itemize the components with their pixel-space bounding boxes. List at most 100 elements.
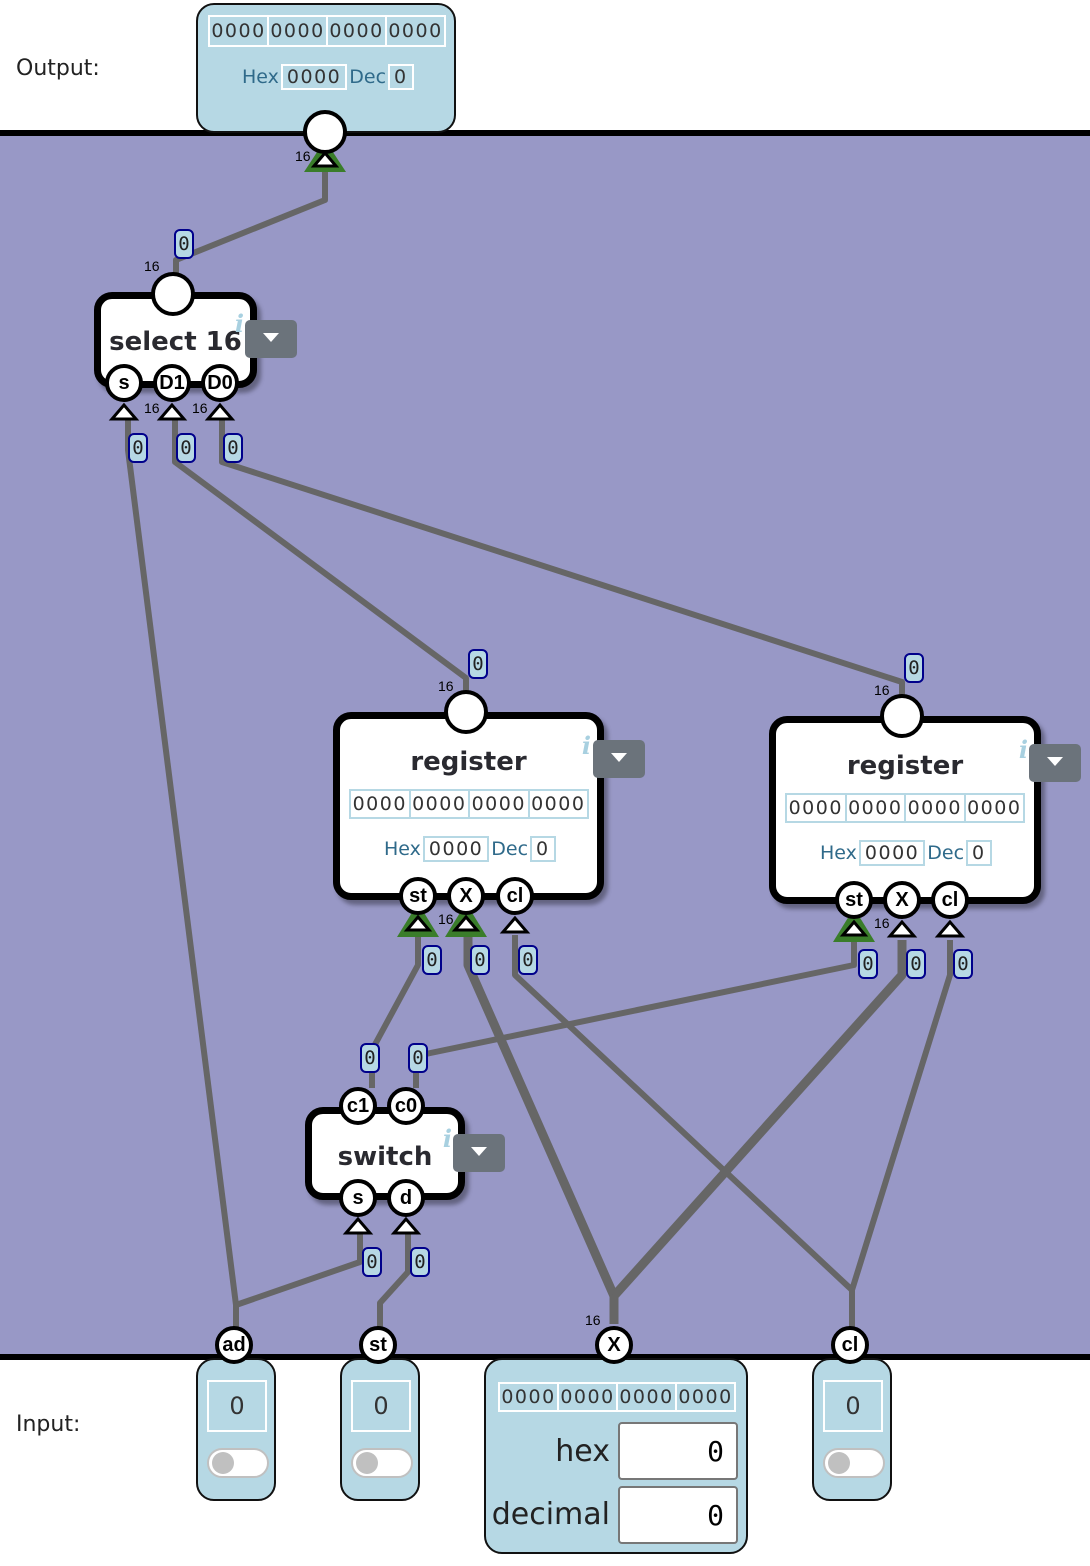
bit-group: 0000 (616, 1384, 675, 1410)
info-icon[interactable]: i (581, 731, 591, 760)
register1-x-width: 16 (438, 911, 454, 927)
bit-group: 0000 (267, 17, 326, 45)
dec-label: Dec (491, 838, 529, 860)
input-x-panel: 0000 0000 0000 0000 hex decimal (484, 1358, 748, 1554)
input-ad-panel: 0 (196, 1358, 276, 1501)
select-pin-d1[interactable]: D1 (153, 364, 191, 402)
info-icon[interactable]: i (1018, 735, 1028, 764)
switch-title: switch (337, 1142, 433, 1172)
bit-group: 0000 (468, 791, 528, 817)
register1-hexdec: Hex 0000 Dec 0 (384, 836, 556, 862)
select-title: select 16 (109, 327, 242, 357)
hex-label: Hex (820, 842, 857, 864)
select-dropdown-button[interactable] (245, 320, 297, 358)
select-output-width: 16 (144, 258, 160, 274)
input-st-toggle[interactable] (351, 1448, 413, 1478)
wire-value-badge: 0 (408, 1043, 428, 1073)
switch-dropdown-button[interactable] (453, 1134, 505, 1172)
register2-x-width: 16 (874, 915, 890, 931)
wire-value-badge: 0 (174, 229, 194, 259)
input-cl-panel: 0 (812, 1358, 892, 1501)
register2-title: register (846, 751, 964, 781)
bit-group: 0000 (408, 791, 469, 817)
register1-pin-x[interactable]: X (447, 877, 485, 915)
bit-group: 0000 (326, 17, 385, 45)
wire-value-badge: 0 (360, 1043, 380, 1073)
register2-pin-cl[interactable]: cl (931, 881, 969, 919)
hex-input[interactable] (618, 1422, 738, 1480)
register2-pin-x[interactable]: X (883, 881, 921, 919)
select-pin-s[interactable]: s (105, 364, 143, 402)
dec-value: 0 (530, 836, 556, 862)
info-icon[interactable]: i (234, 309, 244, 338)
wire-value-badge: 0 (858, 949, 878, 979)
wire-value-badge: 0 (410, 1247, 430, 1277)
wire-value-badge: 0 (223, 433, 243, 463)
register2-output-pin[interactable] (880, 694, 924, 738)
bit-group: 0000 (963, 795, 1024, 821)
hex-label: hex (555, 1434, 610, 1469)
input-cl-value: 0 (823, 1380, 883, 1432)
output-pin[interactable] (303, 110, 347, 154)
bit-group: 0000 (385, 17, 444, 45)
switch-pin-c1[interactable]: c1 (339, 1087, 377, 1125)
decimal-label: decimal (491, 1497, 610, 1532)
wire-value-badge: 0 (362, 1247, 382, 1277)
output-hexdec: Hex 0000 Dec 0 (242, 64, 414, 90)
register2-component[interactable]: register i 0000 0000 0000 0000 Hex 0000 … (769, 716, 1041, 904)
bit-group: 0000 (675, 1384, 734, 1410)
switch-component[interactable]: switch i (305, 1107, 465, 1200)
input-cl-toggle[interactable] (823, 1448, 885, 1478)
wire-value-badge: 0 (468, 649, 488, 679)
select-d1-width: 16 (144, 400, 160, 416)
register1-title: register (410, 747, 527, 777)
info-icon[interactable]: i (442, 1124, 452, 1153)
hex-label: Hex (242, 66, 279, 88)
output-bit-display: 0000 0000 0000 0000 (208, 15, 446, 47)
input-ad-toggle[interactable] (207, 1448, 269, 1478)
wire-value-badge: 0 (128, 433, 148, 463)
switch-pin-s[interactable]: s (339, 1179, 377, 1217)
switch-pin-c0[interactable]: c0 (387, 1087, 425, 1125)
register1-dropdown-button[interactable] (593, 740, 645, 778)
wire-value-badge: 0 (904, 653, 924, 683)
hex-value: 0000 (422, 836, 490, 862)
wire-value-badge: 0 (518, 945, 538, 975)
switch-pin-d[interactable]: d (387, 1179, 425, 1217)
output-section-label: Output: (16, 56, 100, 81)
select-d0-width: 16 (192, 400, 208, 416)
input-x-pin[interactable]: X (595, 1326, 633, 1364)
register1-output-width: 16 (438, 678, 454, 694)
dec-value: 0 (388, 64, 414, 90)
wire-value-badge: 0 (906, 949, 926, 979)
register2-dropdown-button[interactable] (1029, 744, 1081, 782)
input-cl-pin[interactable]: cl (831, 1326, 869, 1364)
bit-group: 0000 (844, 795, 905, 821)
input-ad-value: 0 (207, 1380, 267, 1432)
select-pin-d0[interactable]: D0 (201, 364, 239, 402)
bit-group: 0000 (501, 1386, 556, 1408)
input-st-pin[interactable]: st (359, 1326, 397, 1364)
wire-value-badge: 0 (422, 945, 442, 975)
register1-pin-cl[interactable]: cl (496, 877, 534, 915)
decimal-input[interactable] (618, 1486, 738, 1544)
dec-label: Dec (927, 842, 965, 864)
hex-value: 0000 (858, 840, 926, 866)
input-ad-pin[interactable]: ad (215, 1326, 253, 1364)
input-st-value: 0 (351, 1380, 411, 1432)
output-width-label: 16 (295, 148, 311, 164)
bit-group: 0000 (788, 797, 843, 819)
input-x-bit-display: 0000 0000 0000 0000 (498, 1382, 736, 1412)
input-st-panel: 0 (340, 1358, 420, 1501)
dec-label: Dec (349, 66, 387, 88)
select-output-pin[interactable] (151, 272, 195, 316)
wire-value-badge: 0 (176, 433, 196, 463)
register2-pin-st[interactable]: st (835, 881, 873, 919)
hex-value: 0000 (280, 64, 348, 90)
dec-value: 0 (966, 840, 992, 866)
register1-output-pin[interactable] (444, 690, 488, 734)
register1-component[interactable]: register i 0000 0000 0000 0000 Hex 0000 … (333, 712, 604, 900)
wire-value-badge: 0 (470, 945, 490, 975)
register2-hexdec: Hex 0000 Dec 0 (820, 840, 992, 866)
register1-pin-st[interactable]: st (399, 877, 437, 915)
